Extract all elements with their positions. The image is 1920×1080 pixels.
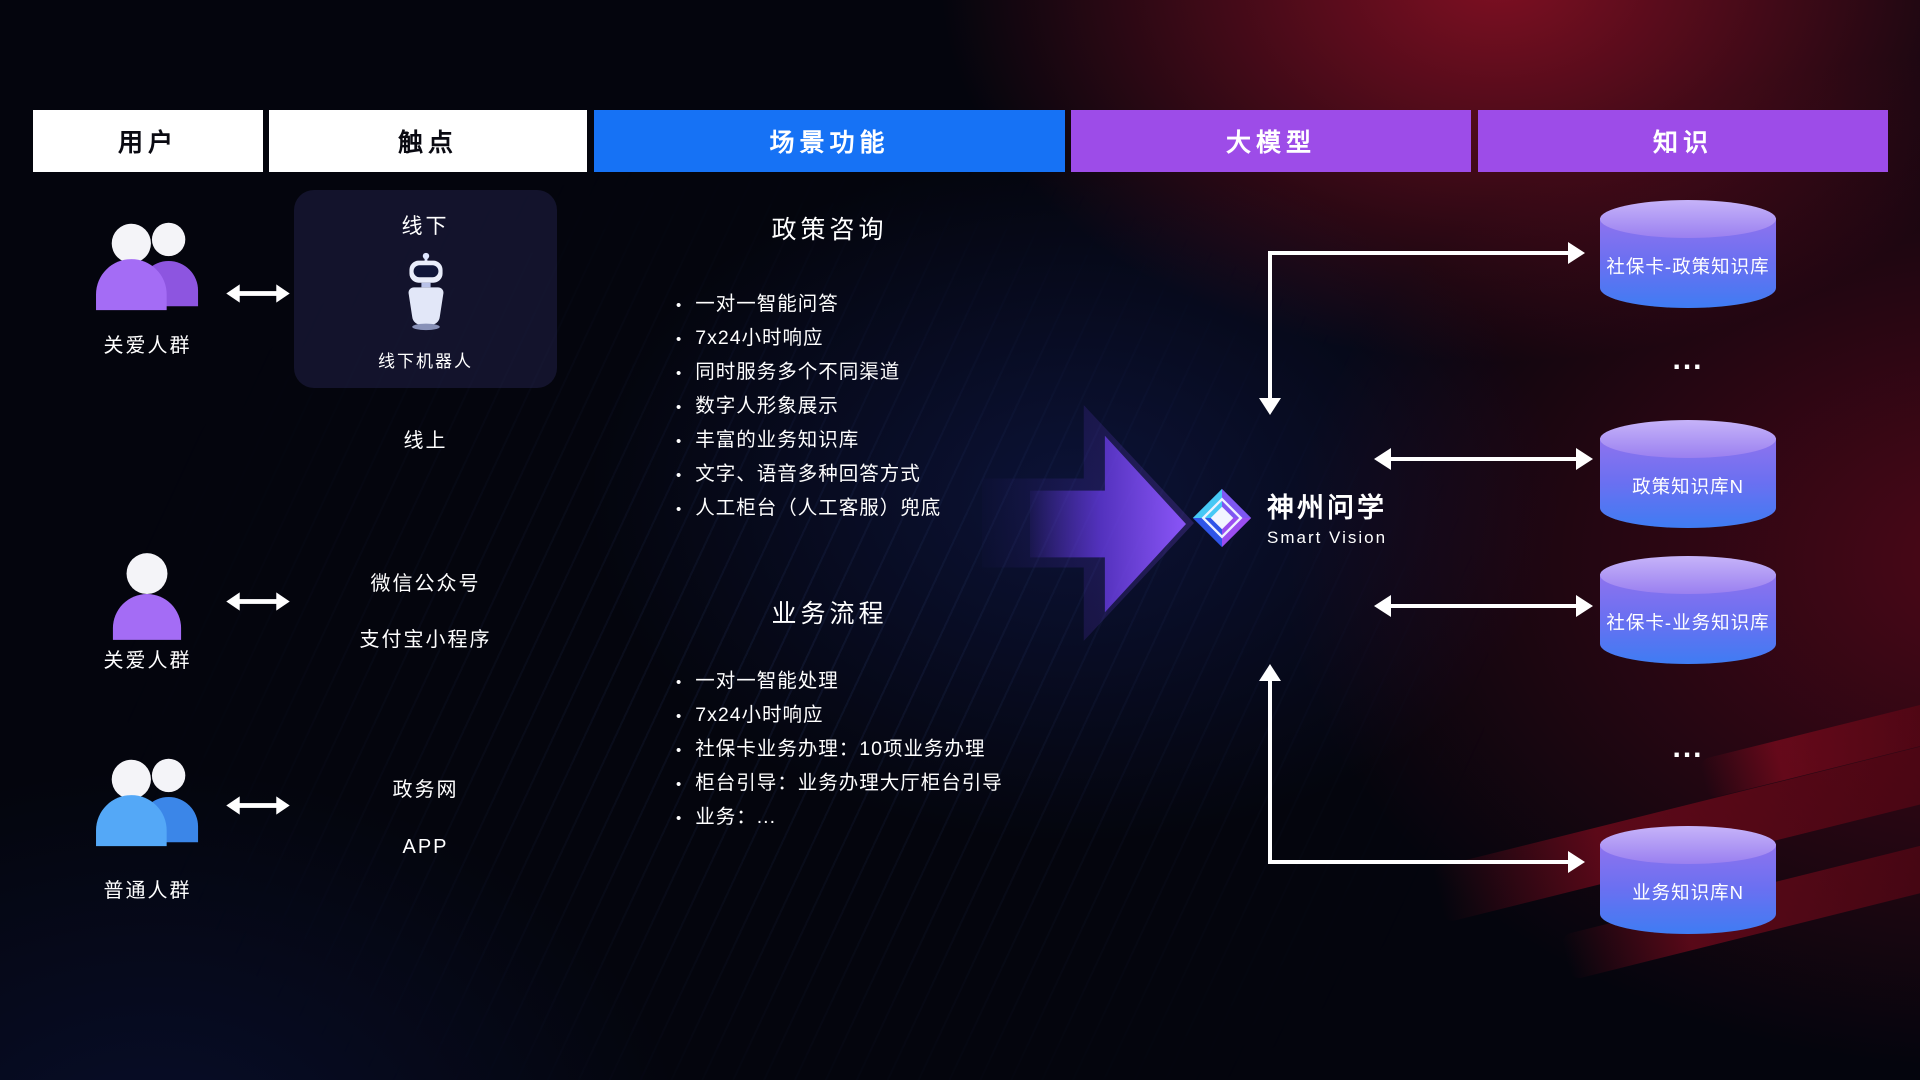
- database-cylinder-top: [1600, 826, 1776, 864]
- offline-robot-label: 线下机器人: [378, 352, 473, 371]
- scene-bullet: 业务：...: [676, 801, 1003, 835]
- double-arrow-icon: [226, 281, 290, 311]
- connector-line: [1390, 457, 1576, 461]
- arrowhead-right-icon: [1568, 242, 1585, 264]
- arrowhead-up-icon: [1259, 664, 1281, 681]
- database-policy-n: 政策知识库N: [1600, 420, 1776, 528]
- model-logo: 神州问学 Smart Vision: [1190, 486, 1387, 555]
- scene-bullet: 社保卡业务办理：10项业务办理: [676, 733, 1003, 767]
- database-cylinder-top: [1600, 556, 1776, 594]
- arrowhead-right-icon: [1576, 595, 1593, 617]
- scene-bullet: 一对一智能处理: [676, 665, 1003, 699]
- database-label: 社保卡-业务知识库: [1606, 611, 1770, 633]
- scene-bullet: 一对一智能问答: [676, 288, 941, 322]
- database-label: 社保卡-政策知识库: [1606, 255, 1770, 277]
- arrowhead-down-icon: [1259, 398, 1281, 415]
- database-label: 业务知识库N: [1632, 881, 1744, 903]
- scene-title-business: 业务流程: [771, 600, 888, 628]
- scene-bullet: 同时服务多个不同渠道: [676, 356, 941, 390]
- connector-line: [1268, 251, 1570, 255]
- double-arrow-icon: [226, 793, 290, 823]
- header-column-users: 用户: [33, 110, 263, 172]
- connector-line: [1268, 251, 1272, 399]
- group-people-purple-icon: [88, 212, 210, 321]
- arrowhead-right-icon: [1568, 851, 1585, 873]
- header-column-touchpoints: 触点: [269, 110, 587, 172]
- channel-wechat: 微信公众号: [370, 573, 481, 595]
- robot-icon: [403, 251, 449, 336]
- double-arrow-icon: [226, 589, 290, 619]
- user-group-label: 普通人群: [103, 880, 192, 902]
- channel-app: APP: [402, 836, 449, 858]
- arrowhead-right-icon: [1576, 448, 1593, 470]
- ellipsis-more-databases: ...: [1672, 731, 1704, 764]
- scene-business-list: 一对一智能处理 7x24小时响应 社保卡业务办理：10项业务办理 柜台引导：业务…: [676, 665, 1003, 835]
- database-label: 政策知识库N: [1632, 475, 1744, 497]
- person-purple-icon: [110, 548, 184, 649]
- group-people-blue-icon: [88, 748, 210, 857]
- scene-bullet: 7x24小时响应: [676, 699, 1003, 733]
- channel-gov-web: 政务网: [392, 779, 459, 801]
- online-label: 线上: [403, 430, 448, 452]
- arrowhead-left-icon: [1374, 595, 1391, 617]
- offline-title: 线下: [401, 215, 450, 238]
- scene-title-policy: 政策咨询: [771, 216, 888, 244]
- channel-alipay: 支付宝小程序: [359, 629, 492, 651]
- arrowhead-left-icon: [1374, 448, 1391, 470]
- connector-line: [1268, 680, 1272, 864]
- user-group-label: 关爱人群: [103, 650, 192, 672]
- model-name: 神州问学: [1267, 493, 1387, 523]
- ellipsis-more-databases: ...: [1672, 343, 1704, 376]
- connector-line: [1268, 860, 1570, 864]
- model-subtitle: Smart Vision: [1267, 528, 1388, 547]
- scene-bullet: 丰富的业务知识库: [676, 424, 941, 458]
- scene-bullet: 文字、语音多种回答方式: [676, 458, 941, 492]
- header-column-model: 大模型: [1071, 110, 1471, 172]
- offline-touchpoint-card: 线下 线下机器人: [294, 190, 557, 388]
- header-column-scenes: 场景功能: [594, 110, 1065, 172]
- connector-line: [1390, 604, 1576, 608]
- database-shebao-business: 社保卡-业务知识库: [1600, 556, 1776, 664]
- scene-bullet: 数字人形象展示: [676, 390, 941, 424]
- database-shebao-policy: 社保卡-政策知识库: [1600, 200, 1776, 308]
- diamond-gem-icon: [1190, 486, 1254, 555]
- user-group-label: 关爱人群: [103, 335, 192, 357]
- database-cylinder-top: [1600, 200, 1776, 238]
- scene-bullet: 柜台引导：业务办理大厅柜台引导: [676, 767, 1003, 801]
- header-column-knowledge: 知识: [1478, 110, 1888, 172]
- scene-policy-list: 一对一智能问答 7x24小时响应 同时服务多个不同渠道 数字人形象展示 丰富的业…: [676, 288, 941, 526]
- scene-bullet: 人工柜台（人工客服）兜底: [676, 492, 941, 526]
- scene-bullet: 7x24小时响应: [676, 322, 941, 356]
- database-cylinder-top: [1600, 420, 1776, 458]
- database-business-n: 业务知识库N: [1600, 826, 1776, 934]
